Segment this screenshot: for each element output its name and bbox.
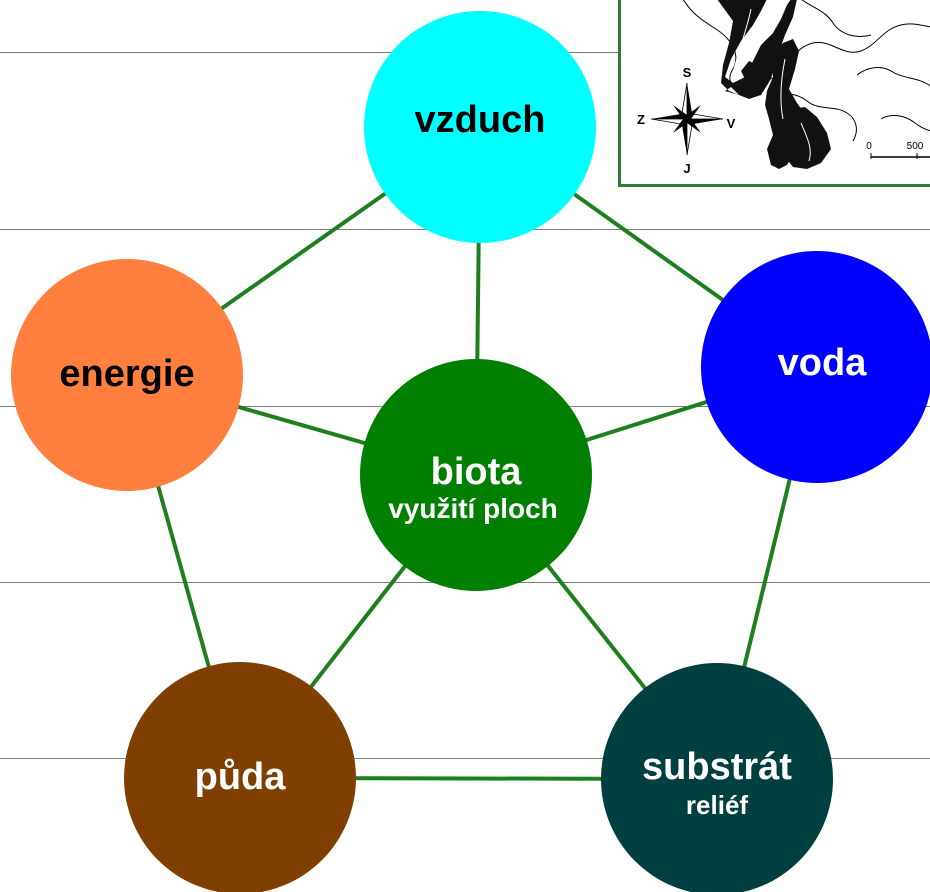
compass-needle-east [687, 119, 723, 124]
node-voda: voda [701, 251, 930, 483]
scale-mark-label: 500 [907, 141, 924, 152]
compass-needle-west [651, 114, 687, 119]
node-substrat-label: substrát [642, 746, 792, 788]
horizontal-rule [0, 758, 930, 759]
compass-diagonals [673, 105, 701, 133]
node-voda-label: voda [778, 342, 868, 384]
node-vzduch-circle [364, 11, 596, 243]
node-voda-circle [701, 251, 930, 483]
node-puda-circle [124, 662, 356, 892]
compass-west-label: Z [637, 112, 645, 127]
node-biota: biota využití ploch [360, 359, 592, 591]
compass-rose: S J Z V [637, 65, 736, 176]
scale-bar: 0 500 [866, 141, 930, 159]
compass-north-label: S [683, 65, 692, 80]
node-energie: energie [11, 259, 243, 491]
map-inset: S J Z V 0 500 [618, 0, 930, 187]
node-energie-label: energie [59, 353, 194, 395]
node-vzduch-label: vzduch [415, 99, 546, 141]
compass-needle-south [682, 119, 687, 155]
node-substrat-circle [601, 663, 833, 892]
compass-needle-north [687, 83, 692, 119]
compass-south-label: J [683, 161, 690, 176]
compass-east-label: V [727, 116, 736, 131]
node-biota-sublabel: využití ploch [388, 493, 558, 524]
node-substrat-sublabel: reliéf [686, 790, 748, 820]
node-energie-circle [11, 259, 243, 491]
map-inset-graphic: S J Z V 0 500 [637, 0, 930, 176]
map-channels [732, 8, 811, 162]
scale-start-label: 0 [866, 141, 872, 152]
node-substrat: substrát reliéf [601, 663, 833, 892]
node-vzduch: vzduch [364, 11, 596, 243]
node-biota-label: biota [431, 451, 523, 493]
node-puda-label: půda [195, 756, 287, 798]
map-landmass [717, 0, 831, 169]
node-biota-circle [360, 359, 592, 591]
node-puda: půda [124, 662, 356, 892]
